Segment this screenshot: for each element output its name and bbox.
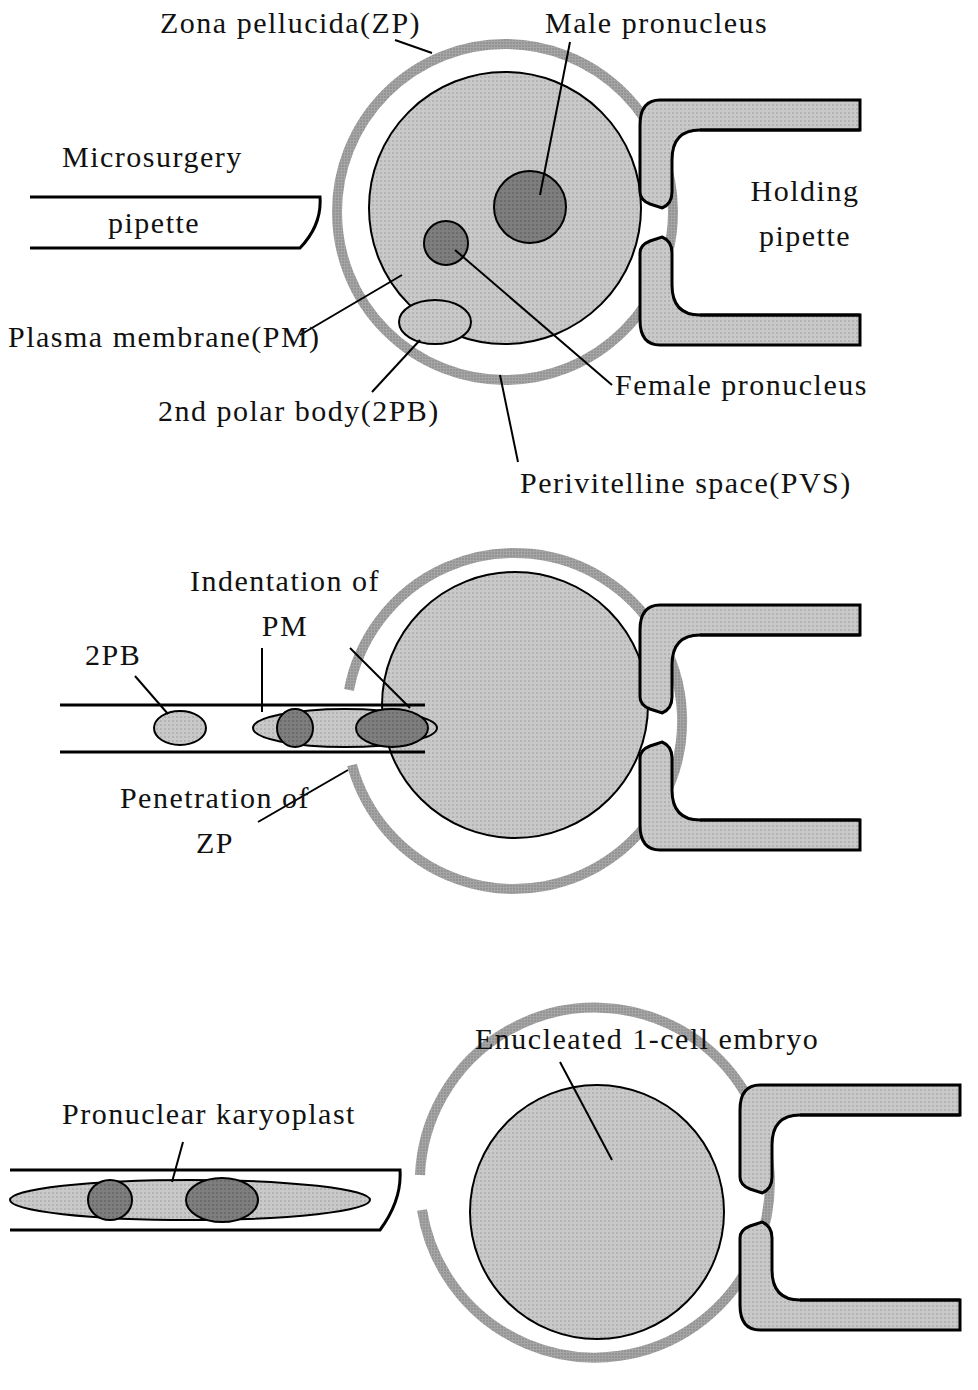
part-label: 2nd polar body(2PB) — [158, 392, 440, 430]
part-label: Pronuclear karyoplast — [62, 1095, 356, 1133]
part-label: Indentation of PM — [170, 558, 400, 648]
part-label: Microsurgery — [62, 138, 243, 176]
part-label: Perivitelline space(PVS) — [520, 464, 852, 502]
part-label: Penetration of ZP — [100, 775, 330, 865]
part-label: pipette — [108, 204, 200, 242]
part-label: Plasma membrane(PM) — [8, 318, 321, 356]
part-label: Holding pipette — [715, 168, 895, 258]
part-label: Male pronucleus — [545, 4, 768, 42]
part-label: Female pronucleus — [615, 366, 868, 404]
part-label: Enucleated 1-cell embryo — [475, 1020, 819, 1058]
part-label: 2PB — [85, 636, 141, 674]
part-label: Zona pellucida(ZP) — [160, 4, 421, 42]
